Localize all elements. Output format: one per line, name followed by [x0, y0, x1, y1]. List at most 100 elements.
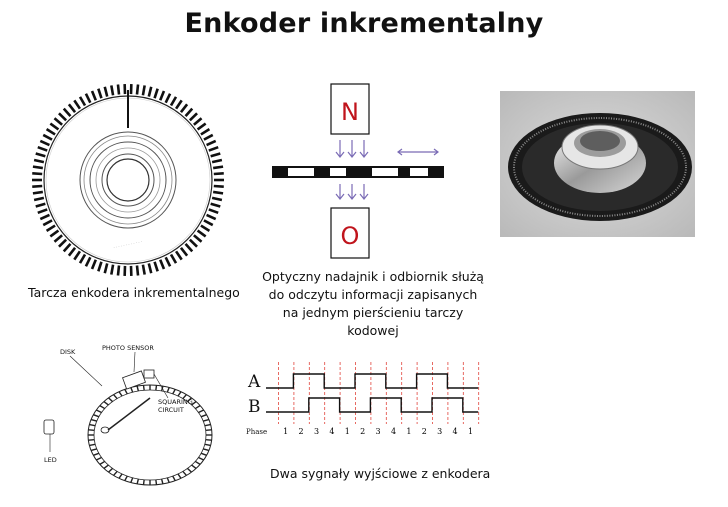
disk-slot: [193, 117, 203, 126]
schematic-slot: [124, 475, 128, 482]
schematic-slot: [172, 475, 176, 482]
disk-slot: [203, 219, 214, 227]
schematic-slot: [113, 394, 118, 400]
phase-number: 4: [329, 427, 334, 436]
schematic-slot: [124, 388, 128, 395]
disk-caption: Tarcza enkodera inkrementalnego: [28, 285, 240, 300]
disk-slot: [169, 253, 178, 264]
disk-slot: [97, 88, 103, 99]
schematic-slot: [205, 429, 212, 431]
disk-slot: [184, 243, 194, 253]
disk-slot: [147, 86, 153, 97]
phase-number: 4: [391, 427, 396, 436]
disk-slot: [110, 85, 115, 96]
schematic-slot: [88, 429, 95, 431]
disk-slot: [164, 256, 172, 267]
phase-number: 3: [314, 427, 319, 436]
disk-slot: [179, 246, 189, 257]
disk-slot: [35, 152, 46, 158]
schematic-slot: [204, 443, 211, 447]
disk-slot: [184, 107, 194, 117]
schematic-slot: [108, 467, 114, 473]
schematic-slot: [103, 464, 109, 470]
schematic-squaring-label: SQUARING: [158, 398, 193, 406]
disk-slot: [208, 145, 219, 152]
disk-slot: [213, 184, 224, 188]
disk-slot: [84, 256, 92, 267]
page-title: Enkoder inkrementalny: [184, 8, 544, 39]
optical-caption-line: kodowej: [347, 323, 399, 338]
optical-caption-line: Optyczny nadajnik i odbiornik służą: [262, 269, 484, 284]
schematic-circuit-label: CIRCUIT: [158, 406, 184, 414]
encoder-disk-image: · · · · · · · · · · · ·: [30, 82, 226, 278]
schematic-slot: [113, 470, 118, 476]
disk-slot: [33, 196, 45, 202]
disk-slot: [212, 165, 224, 170]
disk-slot: [97, 261, 103, 272]
disk-slot: [116, 84, 121, 95]
schematic-slot: [93, 414, 100, 418]
schematic-slot: [118, 391, 123, 397]
schematic-slot: [118, 473, 123, 479]
disk-slot: [62, 243, 72, 253]
disk-slot: [32, 190, 44, 195]
schematic-slot: [96, 409, 102, 414]
schematic-slot: [142, 479, 145, 485]
disk-slot: [78, 253, 87, 264]
disk-slot: [32, 184, 43, 188]
phase-number: 4: [453, 427, 458, 436]
disk-slot: [210, 152, 221, 158]
disk-slot: [42, 133, 53, 141]
schematic-slot: [172, 388, 176, 395]
disk-slot: [135, 84, 140, 95]
disk-slot: [175, 250, 183, 261]
schematic-led-label: LED: [44, 456, 57, 464]
phase-row-label: Phase: [246, 428, 267, 436]
phase-number: 3: [376, 427, 381, 436]
schematic-slot: [136, 385, 140, 392]
schematic-slot: [93, 452, 100, 456]
schematic-slot: [108, 397, 114, 403]
schematic-slot: [130, 387, 134, 393]
schematic-slot: [155, 385, 158, 391]
disk-slot: [212, 190, 224, 195]
disk-slot: [153, 261, 159, 272]
disk-slot: [103, 263, 109, 274]
disk-slot: [153, 88, 159, 99]
disk-slot: [90, 90, 97, 101]
schematic-slot: [166, 387, 170, 393]
disk-slot: [42, 219, 53, 227]
schematic-slot: [186, 467, 192, 473]
phase-number: 2: [299, 427, 304, 436]
disk-slot: [58, 238, 68, 248]
disk-slot: [49, 229, 60, 238]
schematic-slot: [198, 409, 204, 414]
disk-slot: [37, 208, 48, 215]
magnet-north-label: N: [341, 98, 359, 126]
schematic-slot: [186, 397, 192, 403]
schematic-slot: [177, 473, 182, 479]
disk-slot: [164, 93, 172, 104]
schematic-slot: [166, 477, 170, 483]
schematic-slot: [90, 448, 97, 452]
disk-slot: [196, 229, 207, 238]
signals-caption: Dwa sygnały wyjściowe z enkodera: [270, 466, 491, 481]
encoder-photo: [500, 91, 695, 237]
disk-slot: [32, 172, 43, 176]
schematic-slot: [198, 456, 204, 461]
disk-slot: [196, 122, 207, 131]
disk-slot: [206, 139, 217, 147]
disk-slot: [141, 264, 146, 275]
disk-slot: [213, 172, 224, 176]
magnet-south-label: O: [341, 222, 360, 250]
schematic-slot: [155, 479, 158, 485]
schematic-slot: [89, 423, 96, 427]
signal-b-waveform: [266, 397, 479, 413]
disk-slot: [169, 96, 178, 107]
disk-slot: [67, 246, 77, 257]
schematic-slot: [191, 464, 197, 470]
disk-slot: [208, 208, 219, 215]
optical-caption-line: na jednym pierścieniu tarczy: [282, 305, 464, 320]
disk-slot: [67, 103, 77, 114]
